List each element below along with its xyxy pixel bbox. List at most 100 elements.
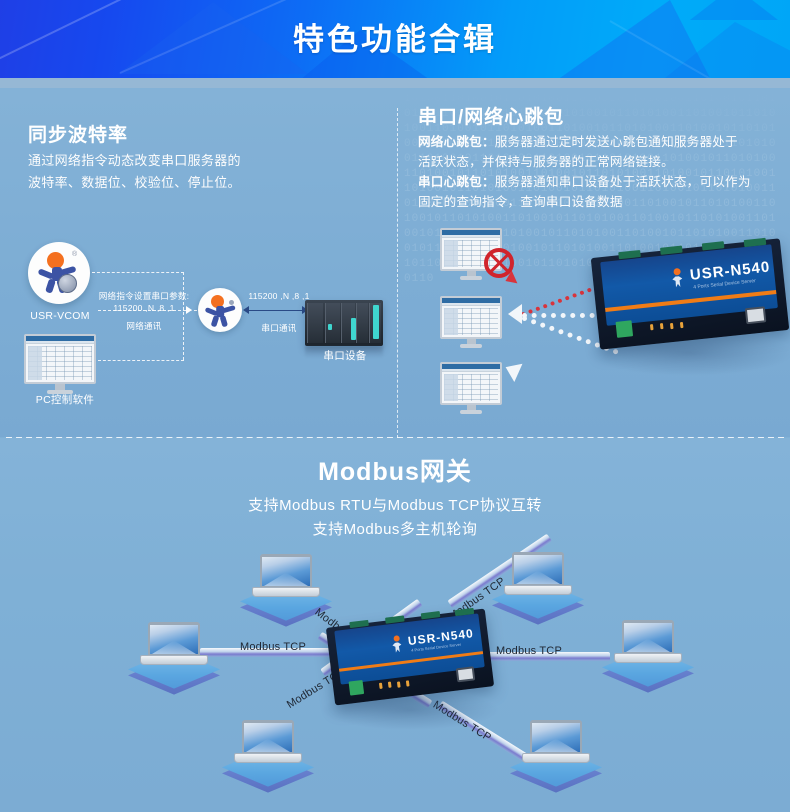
device-logo-body-icon (672, 276, 683, 288)
device-led-2 (387, 681, 392, 688)
monitor-screen (440, 296, 502, 339)
converter-logo-badge (198, 288, 242, 332)
right-body-line4: 固定的查询指令，查询串口设备数据 (418, 195, 623, 209)
monitor-toolbar (26, 341, 94, 344)
laptop-base (522, 753, 590, 763)
monitor-base (47, 390, 73, 394)
serial-params-label: 115200 ,N ,8 ,1 (248, 291, 310, 301)
serial-comm-label: 串口通讯 (261, 323, 297, 333)
laptop-screen (242, 720, 294, 754)
device-logo-head-icon (393, 635, 400, 642)
banner-triangle-5 (560, 0, 710, 78)
device-ethernet-port (744, 306, 767, 325)
monitor-neck (466, 405, 476, 410)
heartbeat-monitor-3 (440, 362, 502, 414)
monitor-base (460, 410, 482, 414)
vertical-divider (397, 108, 398, 438)
heartbeat-monitor-2 (440, 296, 502, 348)
device-logo-body-icon (392, 642, 402, 653)
device-power-terminal (615, 320, 634, 338)
laptop-screen (530, 720, 582, 754)
laptop-screen (148, 622, 200, 656)
right-panel-body: 网络心跳包：服务器通过定时发送心跳包通知服务器处于 活跃状态，并保持与服务器的正… (418, 132, 778, 212)
monitor-base (460, 344, 482, 348)
right-body-line1-text: 服务器通过定时发送心跳包通知服务器处于 (494, 135, 738, 149)
device-led-3 (669, 322, 674, 330)
network-command-params: 115200 ,N ,8 ,1 (113, 303, 175, 313)
dashed-link-network-arrow (98, 310, 186, 311)
laptop-base (140, 655, 208, 665)
monitor-neck (55, 384, 65, 390)
device-led-4 (405, 680, 410, 687)
right-body-line2: 活跃状态，并保持与服务器的正常网络链接。 (418, 155, 674, 169)
network-arrow-head (186, 306, 192, 314)
right-body-line3: 串口心跳包：服务器通知串口设备处于活跃状态，可以作为 (418, 172, 778, 192)
monitor-sidebar (444, 374, 458, 401)
usr-vcom-caption: USR-VCOM (30, 310, 90, 322)
network-command-label: 网络指令设置串口参数: 115200 ,N ,8 ,1 (96, 290, 192, 314)
vcom-globe-icon (58, 274, 77, 293)
heartbeat-arrow-mid (522, 313, 614, 318)
laptop-screen (260, 554, 312, 588)
pc-software-caption: PC控制软件 (35, 394, 95, 406)
monitor-titlebar (442, 364, 500, 369)
plc-reflection (305, 346, 383, 358)
serial-arrow-left (243, 306, 249, 314)
binary-texture: 1010011010010110101001101001011010100110… (404, 93, 777, 285)
serial-device-plc (305, 300, 383, 346)
vcom-registered-mark: ® (72, 251, 78, 258)
laptop-base (252, 587, 320, 597)
monitor-screen (440, 362, 502, 405)
device-led-1 (649, 324, 654, 331)
modbus-link-right-mid (450, 652, 610, 661)
header-banner: 特色功能合辑 (0, 0, 790, 78)
monitor-sidebar (444, 308, 458, 335)
banner-base-bar (0, 78, 790, 88)
device-logo-head-icon (673, 267, 681, 276)
monitor-titlebar (442, 230, 500, 235)
heartbeat-arrowhead-mid (508, 304, 522, 324)
banner-triangle-1 (118, 2, 308, 74)
modbus-subtitle-line1: 支持Modbus RTU与Modbus TCP协议互转 (248, 497, 542, 514)
modbus-link-label-left: Modbus TCP (240, 641, 306, 653)
converter-dot-icon (229, 300, 234, 305)
right-body-line3-key: 串口心跳包： (418, 175, 495, 189)
network-comm-label: 网络通讯 (126, 321, 162, 331)
vcom-person-head-icon (47, 252, 64, 269)
monitor-neck (466, 339, 476, 344)
serial-device-caption: 串口设备 (323, 350, 367, 362)
network-command-title: 网络指令设置串口参数: (98, 291, 190, 301)
device-led-1 (378, 682, 383, 689)
modbus-title: Modbus网关 (318, 458, 472, 486)
monitor-titlebar (26, 336, 94, 341)
right-body-line1-key: 网络心跳包： (418, 135, 495, 149)
left-panel-heading: 同步波特率 (28, 125, 129, 146)
dashed-link-bottom (98, 360, 184, 361)
modbus-laptop-left (128, 620, 220, 695)
monitor-base (460, 276, 482, 280)
modbus-laptop-bottom-right (510, 718, 602, 793)
left-body-line2: 波特率、数据位、校验位、停止位。 (28, 175, 241, 190)
vcom-person-body-icon (37, 265, 77, 294)
modbus-subtitle-line2: 支持Modbus多主机轮询 (312, 521, 478, 538)
left-panel-body: 通过网络指令动态改变串口服务器的 波特率、数据位、校验位、停止位。 (28, 150, 368, 194)
device-led-4 (679, 321, 684, 329)
converter-person-body-icon (204, 305, 236, 328)
banner-triangle-3 (665, 22, 790, 78)
device-led-3 (396, 681, 401, 688)
device-power-terminal (348, 679, 365, 696)
monitor-titlebar (442, 298, 500, 303)
modbus-link-label-right: Modbus TCP (496, 645, 562, 657)
banner-triangle-4 (690, 0, 778, 20)
connection-failed-icon (484, 248, 514, 278)
dashed-link-top (92, 272, 184, 273)
dashed-link-vertical (183, 272, 184, 360)
laptop-base (504, 585, 572, 595)
modbus-laptop-bottom-left (222, 718, 314, 793)
monitor-toolbar (442, 369, 500, 372)
modbus-laptop-top-left (240, 552, 332, 627)
monitor-toolbar (442, 303, 500, 306)
device-ethernet-port (455, 666, 476, 683)
laptop-base (614, 653, 682, 663)
